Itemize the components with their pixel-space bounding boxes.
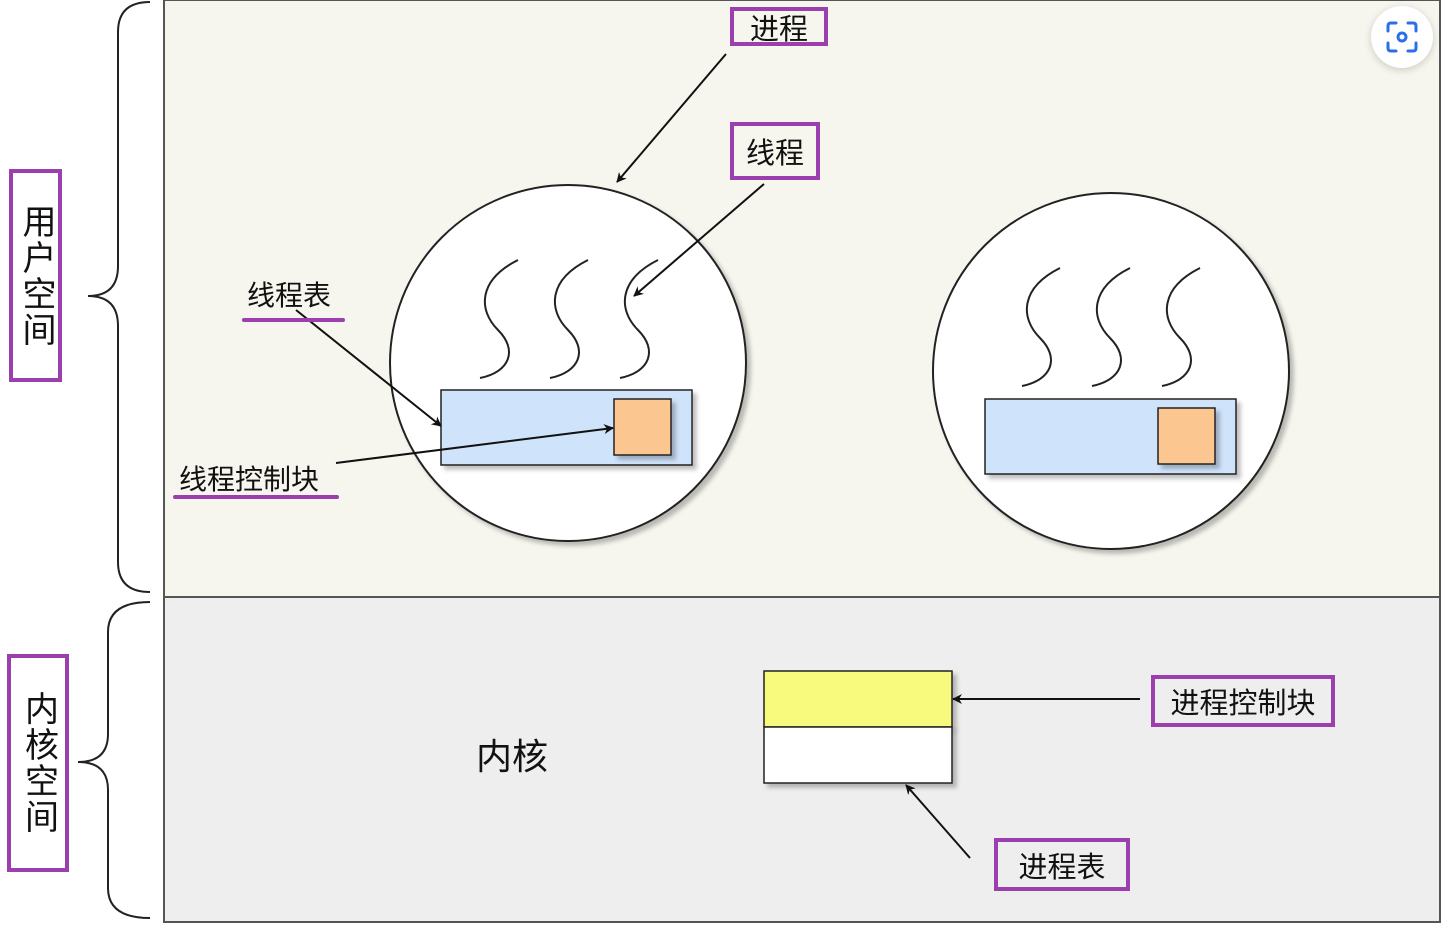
thread-wave bbox=[1021, 267, 1061, 387]
thread-wave bbox=[1161, 267, 1201, 387]
kernel-label: 内核 bbox=[476, 737, 549, 778]
arrow-thread-table bbox=[295, 309, 442, 427]
process-label: 进程 bbox=[730, 7, 828, 46]
process-control-block bbox=[763, 670, 953, 728]
thread-wave bbox=[479, 259, 519, 379]
process-1 bbox=[389, 184, 747, 542]
user-space-label: 用户空间 bbox=[9, 169, 62, 382]
process-circle bbox=[389, 184, 747, 542]
thread-control-block-label: 线程控制块 bbox=[179, 463, 320, 496]
kernel-space-brace bbox=[77, 601, 151, 919]
process-table-entry bbox=[763, 726, 953, 784]
process-control-block-label: 进程控制块 bbox=[1151, 675, 1335, 727]
kernel-space-label: 内核空间 bbox=[7, 654, 69, 872]
thread-control-block bbox=[1157, 407, 1216, 465]
arrow-process bbox=[616, 53, 727, 183]
process-2 bbox=[932, 192, 1290, 550]
arrow-thread-control-block bbox=[335, 424, 614, 464]
thread-wave bbox=[1091, 267, 1131, 387]
scan-button[interactable] bbox=[1371, 6, 1433, 68]
arrow-process-table bbox=[905, 784, 971, 859]
process-table-label: 进程表 bbox=[994, 838, 1130, 891]
scan-icon bbox=[1386, 21, 1418, 53]
thread-table-label: 线程表 bbox=[247, 279, 332, 312]
arrow-thread bbox=[633, 183, 765, 297]
process-control-block-stack bbox=[763, 670, 953, 784]
thread-control-block-underline bbox=[173, 495, 339, 499]
thread-wave bbox=[619, 259, 659, 379]
thread-wave bbox=[549, 259, 589, 379]
process-circle bbox=[932, 192, 1290, 550]
thread-label: 线程 bbox=[730, 122, 820, 180]
thread-control-block bbox=[613, 398, 672, 456]
user-space-brace bbox=[87, 1, 151, 593]
thread-table-underline bbox=[242, 318, 345, 322]
